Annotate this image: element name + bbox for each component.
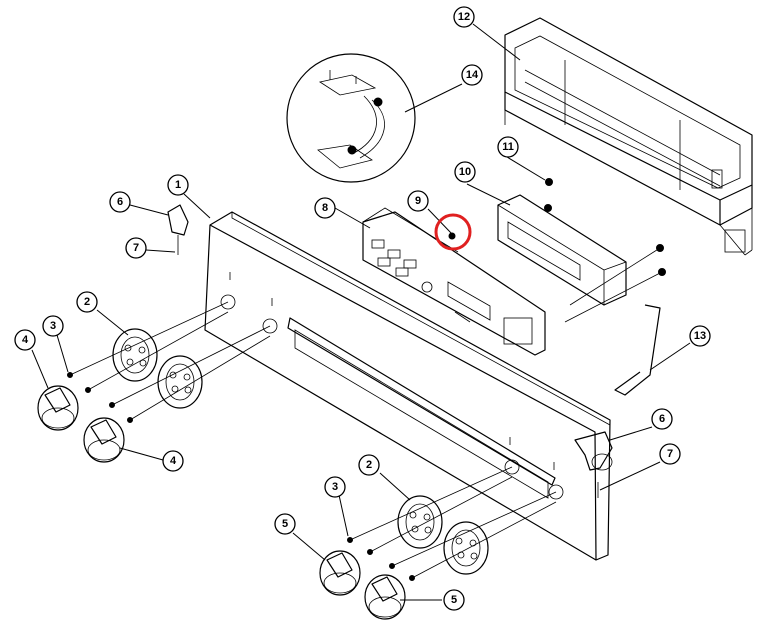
knob-left-1 (37, 385, 79, 431)
svg-text:12: 12 (458, 11, 470, 23)
screws (67, 178, 666, 581)
ribbon-cable-part-13 (614, 304, 661, 396)
callout-2-lower: 2 (358, 454, 380, 476)
svg-text:7: 7 (667, 448, 673, 460)
callout-7-upper: 7 (125, 237, 147, 259)
svg-text:2: 2 (84, 296, 90, 308)
leader-lines (31, 23, 691, 601)
end-cap-right-part-6 (574, 431, 613, 498)
callout-4-upper: 4 (14, 329, 36, 351)
svg-text:13: 13 (694, 330, 706, 342)
callout-8: 8 (314, 197, 336, 219)
bezel-ring-left-2 (157, 355, 203, 409)
svg-text:5: 5 (451, 594, 457, 606)
knob-right-2 (364, 574, 406, 620)
callout-14: 14 (461, 64, 483, 86)
bezel-ring-right-2 (443, 521, 489, 575)
knob-left-2 (83, 417, 125, 463)
end-cap-left-part-6 (167, 204, 189, 255)
svg-text:1: 1 (175, 179, 181, 191)
svg-text:7: 7 (133, 242, 139, 254)
callout-7-lower: 7 (659, 443, 681, 465)
display-module-part-10 (497, 194, 663, 323)
callout-4-lower: 4 (162, 450, 184, 472)
callout-3-lower: 3 (324, 476, 346, 498)
highlight-circle (434, 213, 472, 251)
detail-view-part-14 (286, 53, 416, 183)
svg-text:9: 9 (415, 195, 421, 207)
svg-text:4: 4 (22, 334, 29, 346)
callout-1: 1 (167, 174, 189, 196)
callout-5-upper: 5 (274, 513, 296, 535)
callout-5-lower: 5 (443, 589, 465, 611)
knob-right-1 (319, 550, 361, 596)
control-panel-part-1 (204, 211, 611, 561)
callout-6-upper: 6 (109, 191, 131, 213)
svg-text:11: 11 (502, 141, 514, 153)
svg-text:2: 2 (366, 459, 372, 471)
svg-text:10: 10 (459, 166, 471, 178)
svg-text:4: 4 (170, 455, 177, 467)
callout-11: 11 (497, 136, 519, 158)
svg-text:8: 8 (322, 202, 328, 214)
svg-text:14: 14 (466, 69, 479, 81)
callout-13: 13 (689, 325, 711, 347)
callout-2-upper: 2 (76, 291, 98, 313)
callout-10: 10 (454, 161, 476, 183)
svg-text:3: 3 (332, 481, 338, 493)
callout-6-lower: 6 (651, 408, 673, 430)
rear-bracket-part-12 (504, 17, 753, 256)
callout-9: 9 (407, 190, 429, 212)
callout-12: 12 (453, 6, 475, 28)
svg-text:5: 5 (282, 518, 288, 530)
svg-text:3: 3 (50, 320, 56, 332)
bezel-ring-right-1 (397, 495, 443, 549)
svg-text:6: 6 (117, 196, 123, 208)
callout-3-upper: 3 (42, 315, 64, 337)
control-board-part-8 (362, 207, 546, 356)
svg-text:6: 6 (659, 413, 665, 425)
